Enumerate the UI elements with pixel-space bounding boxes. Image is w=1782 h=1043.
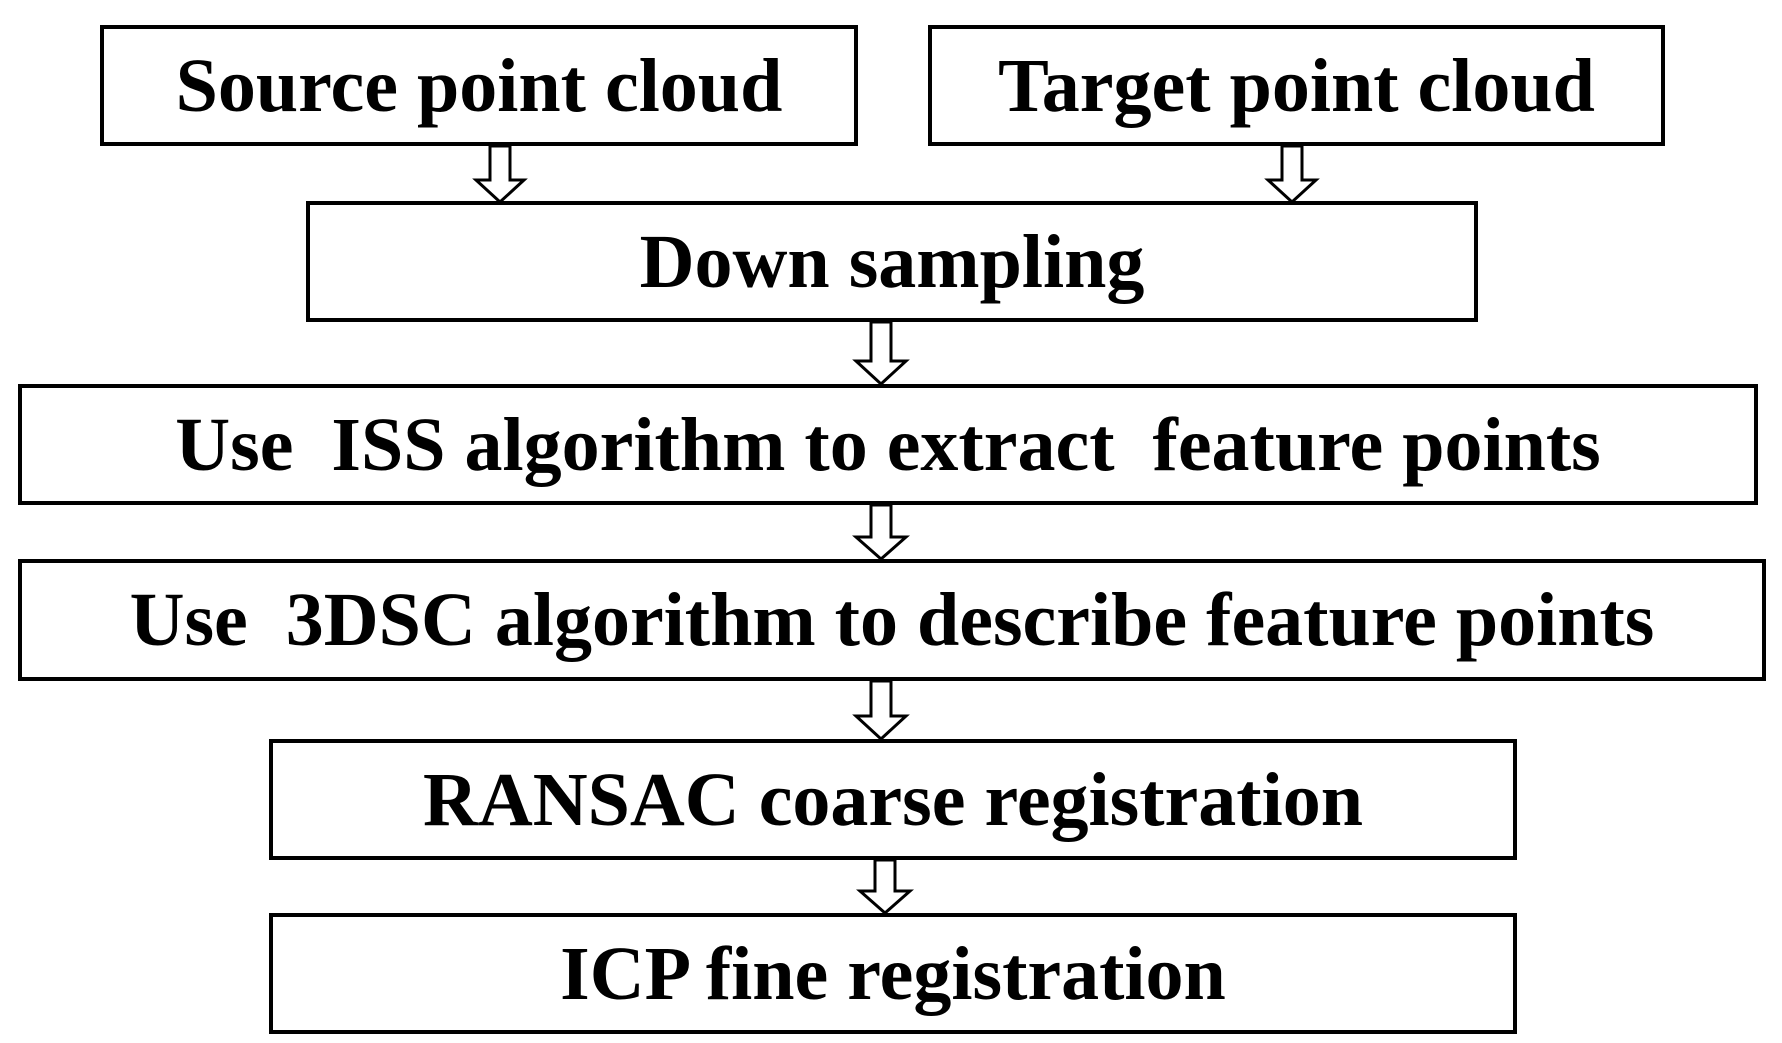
down-sampling-box: Down sampling [306,201,1478,322]
arrow-ransac-to-icp [856,858,914,915]
down-sampling-label: Down sampling [639,219,1145,304]
source-point-cloud-label: Source point cloud [175,43,783,128]
arrow-source-to-down-sampling [472,144,528,205]
iss-feature-extraction-box: Use ISS algorithm to extract feature poi… [18,384,1758,505]
icp-fine-registration-box: ICP fine registration [269,913,1517,1034]
arrow-target-to-down-sampling [1264,144,1320,205]
source-point-cloud-box: Source point cloud [100,25,858,146]
arrow-down-sampling-to-iss [852,320,910,387]
arrow-3dsc-to-ransac [852,679,910,742]
icp-fine-registration-label: ICP fine registration [560,931,1226,1016]
3dsc-feature-description-label: Use 3DSC algorithm to describe feature p… [129,578,1655,662]
ransac-coarse-registration-box: RANSAC coarse registration [269,739,1517,860]
3dsc-feature-description-box: Use 3DSC algorithm to describe feature p… [18,559,1766,681]
target-point-cloud-box: Target point cloud [928,25,1665,146]
ransac-coarse-registration-label: RANSAC coarse registration [423,757,1363,842]
arrow-iss-to-3dsc [852,503,910,561]
target-point-cloud-label: Target point cloud [998,43,1595,128]
iss-feature-extraction-label: Use ISS algorithm to extract feature poi… [175,402,1601,487]
